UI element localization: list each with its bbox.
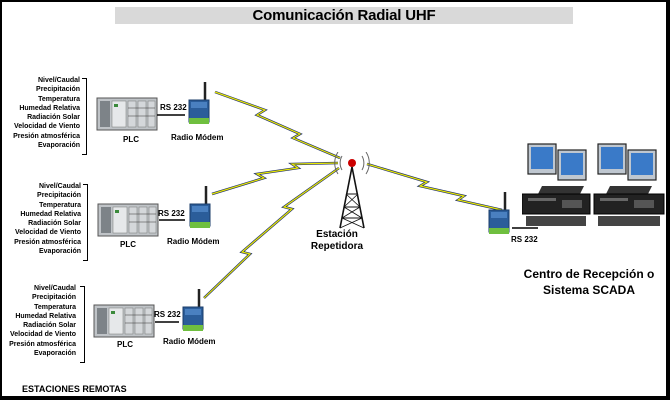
- serial-cable: [512, 227, 538, 229]
- radio-link-2-glow: [211, 162, 339, 195]
- diagram-canvas: Comunicación Radial UHF Nivel/Caudal Pre…: [2, 2, 666, 396]
- title-bar: Comunicación Radial UHF: [115, 7, 573, 24]
- serial-cable: [157, 114, 185, 116]
- sensor-item: Precipitación: [37, 192, 81, 200]
- sensor-item: Humedad Relativa: [20, 210, 81, 218]
- sensor-item: Radiación Solar: [28, 220, 81, 228]
- repeater-label-line1: Estación: [316, 229, 358, 240]
- sensor-item: Nivel/Caudal: [33, 285, 76, 292]
- sensor-item: Precipitación: [32, 294, 76, 302]
- radio-link-scada: [366, 162, 503, 212]
- radio-link-3-glow: [203, 167, 340, 299]
- sensor-item: Precipitación: [36, 86, 80, 94]
- plc-label: PLC: [120, 240, 136, 249]
- plc-label: PLC: [123, 135, 139, 144]
- radio-link-1-glow: [214, 91, 341, 159]
- sensor-item: Velocidad de Viento: [13, 123, 80, 131]
- repeater-label-line2: Repetidora: [310, 241, 364, 252]
- sensor-bracket: [82, 78, 87, 155]
- serial-label: RS 232: [160, 103, 187, 112]
- serial-label: RS 232: [158, 209, 185, 218]
- sensor-item: Temperatura: [34, 303, 76, 311]
- sensor-item: Temperatura: [38, 95, 80, 103]
- modem-label: Radio Módem: [167, 237, 220, 246]
- sensor-item: Velocidad de Viento: [9, 331, 76, 339]
- sensor-item: Humedad Relativa: [15, 312, 76, 320]
- radio-modem-icon: [189, 186, 211, 228]
- radio-link-scada-glow: [366, 163, 503, 211]
- scada-label: Centro de Recepción o Sistema SCADA: [514, 266, 664, 298]
- radio-links: [203, 90, 503, 299]
- sensor-item: Temperatura: [39, 201, 81, 209]
- sensor-list: Nivel/Caudal Precipitación Temperatura H…: [2, 284, 76, 358]
- sensor-item: Evaporación: [33, 350, 76, 358]
- radio-modem-icon: [188, 82, 210, 124]
- modem-label: Radio Módem: [163, 337, 216, 346]
- scada-label-line2: Sistema SCADA: [542, 283, 636, 297]
- computer-workstation-icon: [522, 143, 665, 226]
- plc-label: PLC: [117, 340, 133, 349]
- scada-label-line1: Centro de Recepción o: [523, 267, 655, 281]
- radio-modem-icon: [182, 289, 204, 331]
- sensor-item: Humedad Relativa: [19, 104, 80, 112]
- sensor-item: Evaporación: [38, 248, 81, 256]
- serial-cable: [155, 321, 179, 323]
- remote-stations-label: ESTACIONES REMOTAS: [22, 384, 127, 394]
- antenna-tower-icon: [334, 152, 370, 229]
- sensor-bracket: [83, 184, 88, 261]
- modem-label: Radio Módem: [171, 133, 224, 142]
- sensor-item: Velocidad de Viento: [14, 229, 81, 237]
- plc-icon: [93, 304, 155, 338]
- sensor-item: Presión atmosférica: [13, 132, 80, 140]
- sensor-list: Nivel/Caudal Precipitación Temperatura H…: [5, 182, 81, 256]
- sensor-item: Radiación Solar: [27, 114, 80, 122]
- plc-icon: [97, 203, 159, 237]
- sensor-item: Presión atmosférica: [14, 238, 81, 246]
- sensor-item: Nivel/Caudal: [37, 77, 80, 84]
- sensor-item: Radiación Solar: [23, 322, 76, 330]
- sensor-bracket: [80, 286, 85, 363]
- sensor-item: Nivel/Caudal: [38, 183, 81, 190]
- radio-modem-icon: [488, 192, 510, 234]
- repeater-label: Estación Repetidora: [307, 229, 367, 253]
- serial-cable: [159, 219, 185, 221]
- serial-label: RS 232: [154, 310, 181, 319]
- plc-icon: [96, 97, 158, 131]
- sensor-item: Presión atmosférica: [9, 340, 76, 348]
- radio-link-1: [214, 90, 341, 160]
- radio-link-2: [211, 161, 339, 196]
- diagram-title: Comunicación Radial UHF: [252, 7, 436, 24]
- scada-serial-label: RS 232: [511, 235, 538, 244]
- sensor-list: Nivel/Caudal Precipitación Temperatura H…: [4, 76, 80, 150]
- sensor-item: Evaporación: [37, 142, 80, 150]
